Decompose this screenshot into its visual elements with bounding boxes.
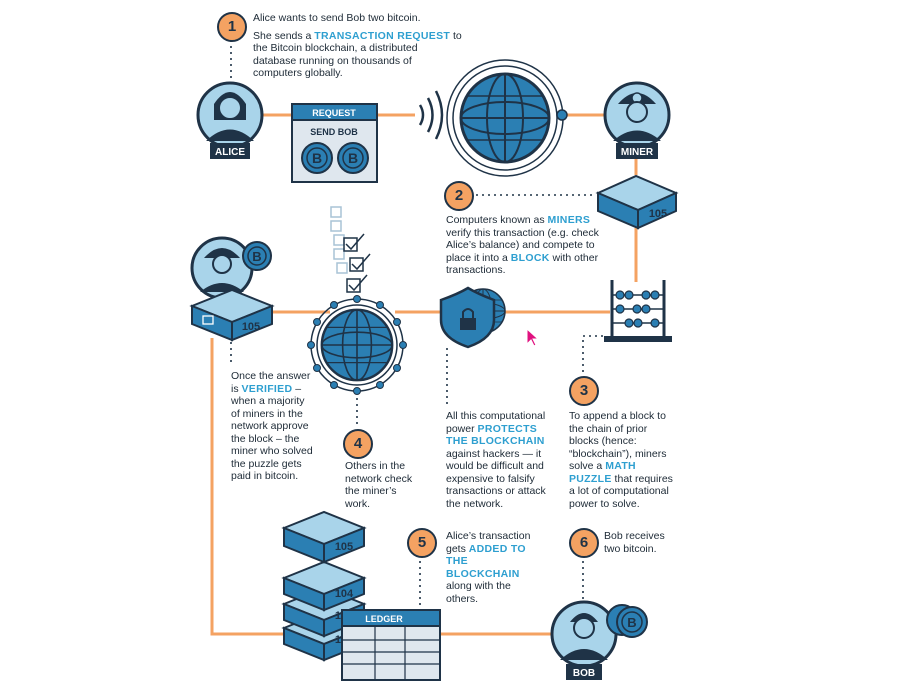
step-3-text: To append a block to the chain of prior … (569, 410, 673, 510)
step-4-badge: 4 (343, 429, 373, 459)
alice-label: ALICE (215, 147, 245, 158)
leader-lines (230, 40, 603, 607)
step-5-badge: 5 (407, 528, 437, 558)
blockchain-stack (281, 510, 367, 662)
step-6-text: Bob receives two bitcoin. (604, 530, 665, 555)
signal-waves-icon (418, 90, 444, 140)
step-1-line1: Alice wants to send Bob two bitcoin. (253, 12, 421, 24)
block-number: 105 (335, 541, 353, 553)
step-4-text: Others in the network check the miner’s … (345, 460, 413, 510)
abacus-icon (604, 280, 672, 342)
protect-text: All this computational power PROTECTS TH… (446, 410, 546, 510)
block-number: 105 (242, 321, 260, 333)
checklist-icon (330, 206, 371, 293)
step-2-text: Computers known as MINERS verify this tr… (446, 214, 599, 276)
coin-symbol: B (312, 150, 322, 166)
block-number: 105 (649, 208, 667, 220)
peer-network-globe-icon (307, 295, 407, 395)
miner-avatar (603, 81, 671, 159)
request-box (291, 103, 378, 183)
request-label: REQUEST (312, 108, 356, 118)
network-globe-icon (446, 59, 564, 177)
step-2-badge: 2 (444, 181, 474, 211)
step-1-badge: 1 (217, 12, 247, 42)
mouse-cursor-icon (526, 328, 540, 347)
bob-label: BOB (573, 668, 595, 679)
coin-symbol: B (252, 249, 261, 264)
coin-symbol: B (627, 615, 636, 630)
miner-label: MINER (621, 147, 654, 158)
step-1-body: She sends a TRANSACTION REQUEST to the B… (253, 29, 462, 80)
node-dot (556, 109, 568, 121)
send-bob-label: SEND BOB (310, 127, 358, 137)
step-6-badge: 6 (569, 528, 599, 558)
ledger-table (341, 609, 441, 681)
shield-globe-icon (439, 286, 506, 349)
block-105-right (595, 174, 679, 230)
alice-avatar (196, 81, 264, 159)
block-number: 104 (335, 588, 354, 600)
step-1-text: Alice wants to send Bob two bitcoin. She… (253, 12, 463, 80)
step-5-text: Alice’s transaction gets ADDED TO THE BL… (446, 530, 531, 605)
bob-avatar (550, 600, 648, 680)
step-3-badge: 3 (569, 376, 599, 406)
verified-text: Once the answer is VERIFIED – when a maj… (231, 370, 313, 482)
block-105-left (189, 288, 275, 342)
coin-symbol: B (348, 150, 358, 166)
miner-avatar-with-coin (190, 236, 272, 300)
connector-lines (210, 113, 638, 636)
ledger-label: LEDGER (365, 614, 403, 624)
